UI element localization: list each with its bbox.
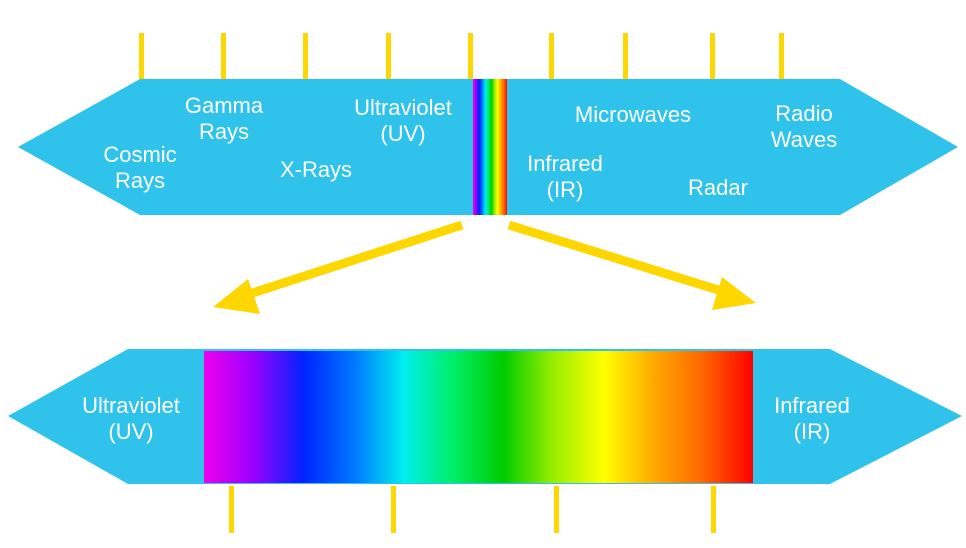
bottom-ticks	[229, 486, 716, 533]
label-line: Radar	[688, 175, 748, 200]
label-line: Infrared	[527, 151, 603, 176]
label-line: Rays	[114, 168, 166, 193]
top-tick	[139, 33, 144, 80]
label-line: Ultraviolet	[82, 393, 180, 418]
top-tick	[623, 33, 628, 80]
label-line: Infrared	[774, 393, 850, 418]
zoom-arrow-right-head	[712, 277, 756, 310]
bottom-tick	[391, 486, 396, 533]
label-line: Gamma	[184, 93, 264, 118]
label-infrared-top: Infrared (IR)	[517, 151, 613, 203]
label-x-rays: X-Rays	[270, 157, 362, 183]
label-ultraviolet-bottom: Ultraviolet (UV)	[70, 393, 192, 445]
top-tick	[779, 33, 784, 80]
label-line: (IR)	[793, 419, 831, 444]
top-tick	[549, 33, 554, 80]
bottom-tick	[711, 486, 716, 533]
top-ticks	[139, 33, 784, 80]
label-radar: Radar	[678, 175, 758, 201]
bottom-tick	[554, 486, 559, 533]
zoom-arrow-left-head	[213, 279, 260, 314]
zoom-arrow-left-shaft	[238, 220, 464, 302]
label-line: (UV)	[380, 121, 426, 146]
zoom-arrows	[213, 220, 756, 314]
top-tick	[468, 33, 473, 80]
bottom-tick	[229, 486, 234, 533]
label-line: Waves	[770, 127, 838, 152]
zoom-arrow-right-shaft	[507, 220, 730, 298]
label-line: (IR)	[546, 177, 584, 202]
label-microwaves: Microwaves	[562, 102, 704, 128]
top-tick	[303, 33, 308, 80]
top-tick	[221, 33, 226, 80]
label-line: (UV)	[108, 419, 154, 444]
label-gamma-rays: Gamma Rays	[176, 93, 272, 145]
top-tick	[710, 33, 715, 80]
label-line: Cosmic	[103, 142, 177, 167]
label-infrared-bottom: Infrared (IR)	[762, 393, 862, 445]
label-line: Radio	[775, 101, 833, 126]
label-line: X-Rays	[279, 157, 353, 182]
visible-light-strip	[473, 79, 507, 215]
label-line: Ultraviolet	[354, 95, 452, 120]
label-line: Microwaves	[574, 102, 692, 127]
label-radio-waves: Radio Waves	[760, 101, 848, 153]
visible-spectrum	[204, 351, 753, 483]
label-ultraviolet-top: Ultraviolet (UV)	[344, 95, 462, 147]
top-tick	[386, 33, 391, 80]
label-line: Rays	[198, 119, 250, 144]
label-cosmic-rays: Cosmic Rays	[94, 142, 186, 194]
